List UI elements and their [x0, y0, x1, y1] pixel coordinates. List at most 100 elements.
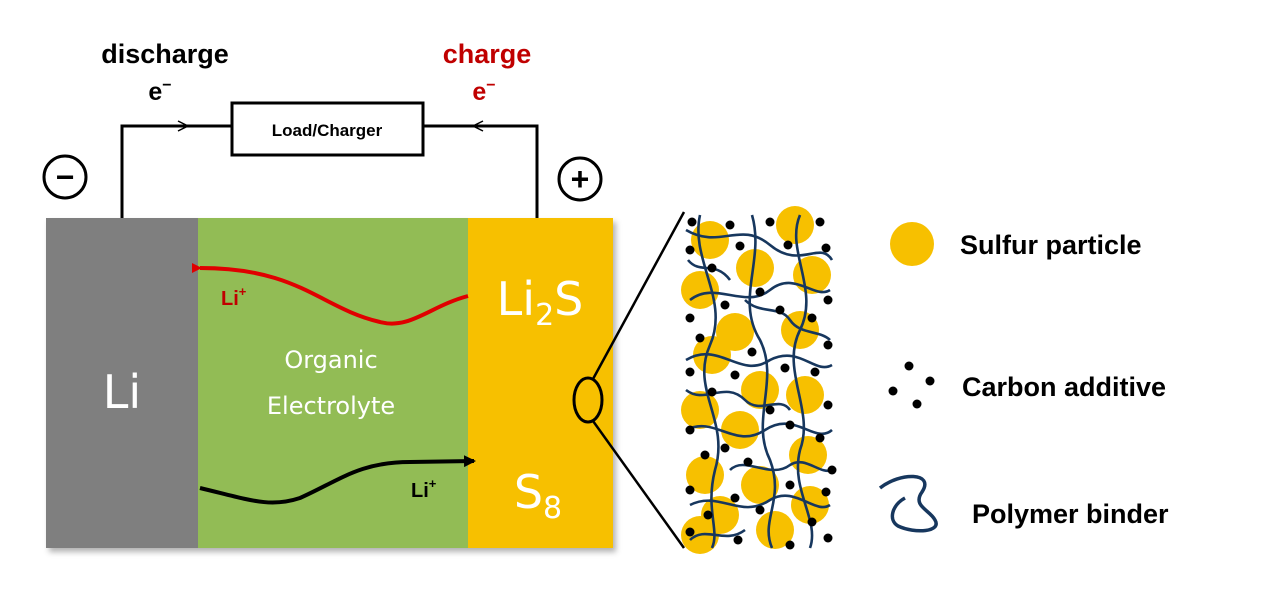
carbon-dot	[823, 295, 833, 305]
carbon-dot	[743, 457, 753, 467]
binder-strand	[748, 214, 777, 549]
svg-text:+: +	[571, 161, 590, 197]
zoom-line-top	[591, 211, 686, 380]
legend-binder-swatch	[878, 474, 938, 533]
carbon-dot	[823, 340, 833, 350]
sulfur-particle	[741, 371, 779, 409]
load-charger-label: Load/Charger	[272, 121, 383, 140]
binder-strand	[729, 460, 833, 473]
binder-strand	[689, 528, 746, 542]
carbon-dot	[685, 485, 695, 495]
electrolyte-label-line1: Organic	[284, 346, 377, 374]
load-charger-box	[230, 101, 425, 157]
negative-terminal: −	[42, 154, 88, 200]
charge-electron-arrow	[471, 120, 484, 132]
carbon-dot	[821, 487, 831, 497]
legend-sulfur-label: Sulfur particle	[960, 230, 1142, 260]
carbon-dot	[725, 220, 735, 230]
charge-electron-label: e−	[472, 77, 495, 106]
sulfur-particle	[681, 391, 719, 429]
sulfur-particle	[721, 411, 759, 449]
sulfur-particle	[741, 466, 779, 504]
sulfur-particle	[756, 511, 794, 549]
carbon-dot	[810, 367, 820, 377]
sulfur-particle	[716, 313, 754, 351]
carbon-dot	[765, 405, 775, 415]
discharge-ion-path	[199, 455, 476, 505]
binder-strand	[685, 422, 833, 438]
legend-sulfur-swatch	[890, 222, 934, 266]
sulfur-particle	[791, 486, 829, 524]
carbon-dot	[807, 517, 817, 527]
charge-label: charge	[443, 39, 532, 69]
carbon-dot	[807, 313, 817, 323]
s8-label: S8	[514, 465, 562, 526]
carbon-dot	[785, 540, 795, 550]
carbon-dot	[700, 450, 710, 460]
carbon-dot	[685, 245, 695, 255]
carbon-dot	[685, 425, 695, 435]
charge-ion-path	[191, 262, 469, 326]
carbon-dot	[780, 363, 790, 373]
electrolyte-label-line2: Electrolyte	[267, 392, 395, 420]
sulfur-particle	[736, 249, 774, 287]
carbon-dot	[685, 527, 695, 537]
legend-carbon-label: Carbon additive	[962, 372, 1166, 402]
carbon-dot	[755, 287, 765, 297]
binder-strand	[689, 494, 831, 509]
organic-electrolyte	[198, 218, 468, 548]
carbon-dot	[765, 217, 775, 227]
carbon-dot	[707, 387, 717, 397]
carbon-dot	[687, 217, 697, 227]
carbon-dot	[735, 241, 745, 251]
carbon-dot	[785, 480, 795, 490]
carbon-dot	[815, 217, 825, 227]
binder-strand	[697, 214, 720, 549]
legend: Sulfur particle Carbon additive Polymer …	[878, 222, 1169, 533]
carbon-dot	[720, 300, 730, 310]
li2s-label: Li2S	[497, 272, 584, 333]
sulfur-cathode	[468, 218, 613, 548]
carbon-dot	[695, 333, 705, 343]
electrode-microstructure	[681, 206, 837, 554]
zoom-region-marker	[572, 376, 604, 424]
carbon-dot	[823, 533, 833, 543]
carbon-dot	[785, 420, 795, 430]
carbon-dot	[730, 370, 740, 380]
zoom-line-bottom	[591, 420, 686, 549]
binder-strand	[685, 228, 834, 261]
svg-text:−: −	[56, 159, 75, 195]
carbon-dot	[775, 305, 785, 315]
carbon-dot	[685, 367, 695, 377]
carbon-dot	[815, 433, 825, 443]
carbon-dot	[827, 465, 837, 475]
carbon-dot	[720, 443, 730, 453]
carbon-dot	[821, 243, 831, 253]
positive-terminal: +	[557, 156, 603, 202]
sulfur-particle	[786, 376, 824, 414]
carbon-dot	[823, 400, 833, 410]
sulfur-particle	[691, 221, 729, 259]
carbon-dot	[733, 535, 743, 545]
lithium-anode	[46, 218, 198, 548]
battery-cell	[46, 218, 613, 548]
discharge-ion-label: Li+	[411, 476, 437, 502]
carbon-dot	[730, 493, 740, 503]
carbon-dot	[755, 505, 765, 515]
carbon-dot	[783, 240, 793, 250]
sulfur-particle	[686, 456, 724, 494]
discharge-electron-label: e−	[148, 77, 171, 106]
anode-label: Li	[103, 365, 141, 419]
carbon-dot	[707, 263, 717, 273]
external-circuit	[120, 124, 539, 218]
carbon-dot	[685, 313, 695, 323]
carbon-dot	[703, 510, 713, 520]
binder-strand	[744, 299, 831, 342]
binder-strand	[685, 353, 833, 369]
legend-carbon-swatch	[888, 361, 935, 409]
carbon-dot	[747, 347, 757, 357]
discharge-label: discharge	[101, 39, 229, 69]
discharge-electron-arrow	[177, 120, 190, 132]
